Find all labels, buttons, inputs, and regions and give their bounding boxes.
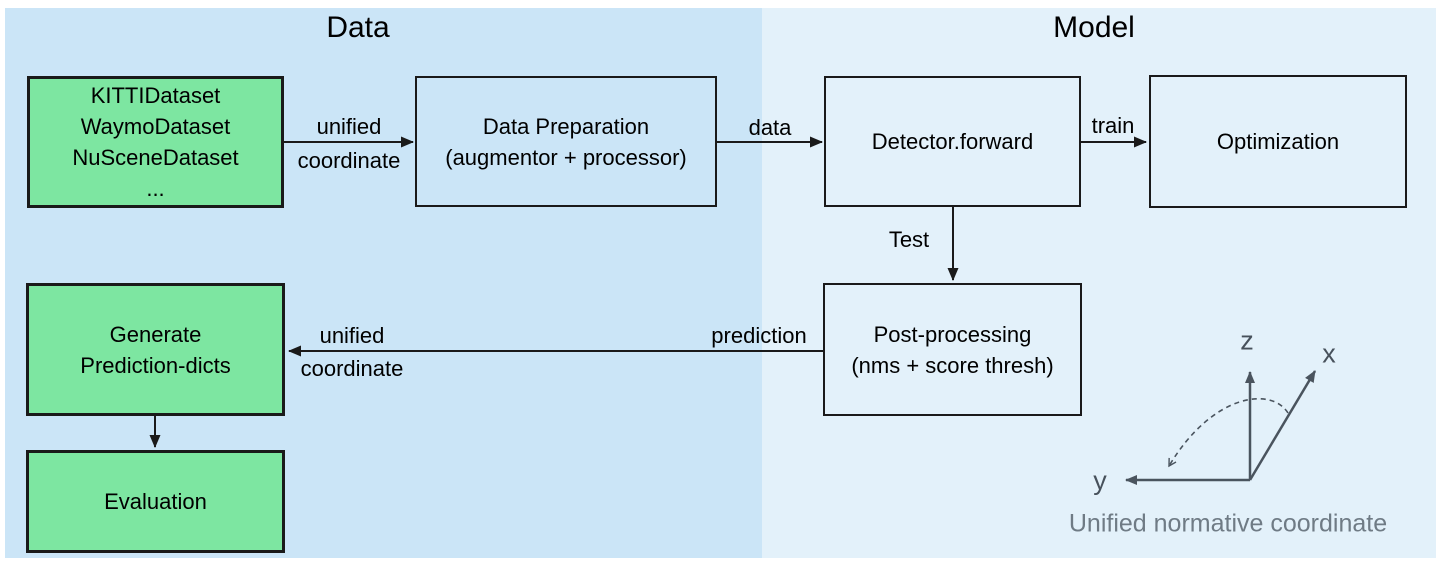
node-generate-prediction-dicts-line1: Generate — [109, 321, 202, 347]
node-evaluation: Evaluation — [26, 450, 285, 553]
model-section-title: Model — [1053, 11, 1135, 44]
node-generate-prediction-dicts: Generate Prediction-dicts — [26, 283, 285, 416]
node-post-processing-line2: (nms + score thresh) — [851, 352, 1054, 378]
node-data-preparation-line2: (augmentor + processor) — [445, 144, 687, 170]
node-detector-forward: Detector.forward — [824, 76, 1081, 207]
edge-label-data: data — [748, 115, 792, 140]
x-axis-label: x — [1322, 338, 1336, 369]
node-data-preparation-line1: Data Preparation — [482, 113, 650, 139]
edge-label-unified-top: unified — [316, 114, 382, 139]
edge-label-train: train — [1091, 113, 1135, 138]
node-optimization: Optimization — [1149, 75, 1407, 208]
edge-label-coordinate-bottom: coordinate — [300, 356, 404, 381]
node-generate-prediction-dicts-line2: Prediction-dicts — [80, 352, 231, 378]
node-datasets-line1: KITTIDataset — [90, 83, 221, 108]
node-detector-forward-label: Detector.forward — [871, 129, 1034, 154]
coordinate-caption: Unified normative coordinate — [1068, 509, 1388, 538]
node-datasets-line4: ... — [146, 176, 165, 201]
node-post-processing-line1: Post-processing — [873, 321, 1032, 347]
edge-label-test: Test — [888, 227, 930, 252]
node-datasets-line2: WaymoDataset — [80, 114, 231, 139]
z-axis-label: z — [1240, 325, 1254, 356]
y-axis-label: y — [1093, 465, 1107, 496]
node-datasets-line3: NuSceneDataset — [72, 145, 239, 170]
node-optimization-label: Optimization — [1216, 129, 1340, 154]
data-section-title: Data — [326, 11, 390, 44]
edge-label-prediction: prediction — [711, 323, 807, 348]
edge-label-coordinate-top: coordinate — [297, 148, 401, 173]
node-post-processing: Post-processing (nms + score thresh) — [823, 283, 1082, 416]
node-data-preparation: Data Preparation (augmentor + processor) — [415, 76, 717, 207]
node-datasets: KITTIDataset WaymoDataset NuSceneDataset… — [27, 76, 284, 208]
edge-label-unified-bottom: unified — [319, 323, 385, 348]
node-evaluation-label: Evaluation — [104, 489, 207, 514]
